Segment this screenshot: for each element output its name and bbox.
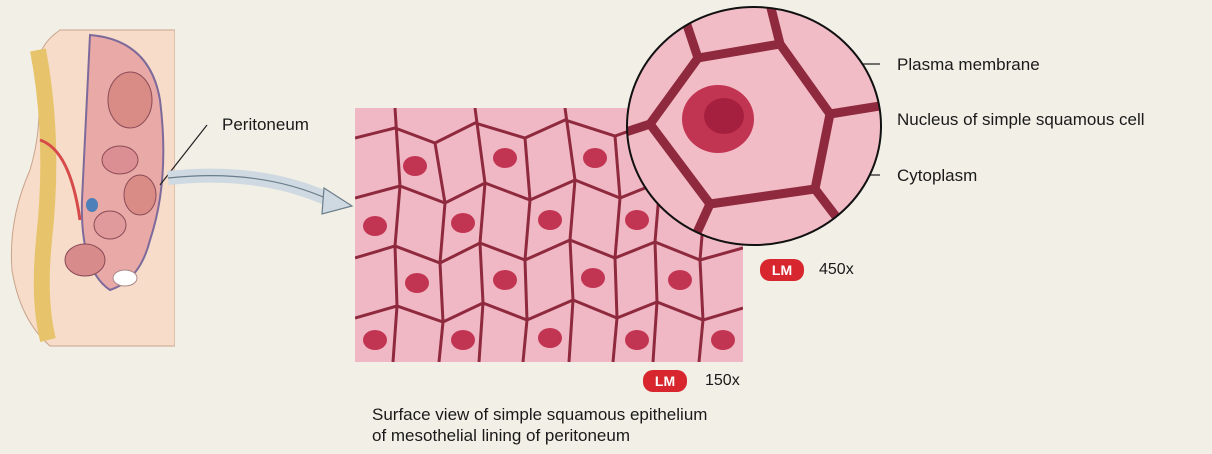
label-nucleus: Nucleus of simple squamous cell <box>897 110 1145 130</box>
magnification-150: 150x <box>705 370 740 392</box>
label-peritoneum: Peritoneum <box>222 115 309 135</box>
badge-lm-450: LM <box>760 259 804 281</box>
label-cytoplasm: Cytoplasm <box>897 166 977 186</box>
badge-lm-150: LM <box>643 370 687 392</box>
caption-line-1: Surface view of simple squamous epitheli… <box>372 404 707 425</box>
magnification-450: 450x <box>819 259 854 281</box>
micrograph-450x-inset <box>620 4 892 248</box>
caption-line-2: of mesothelial lining of peritoneum <box>372 425 707 446</box>
label-plasma-membrane: Plasma membrane <box>897 55 1040 75</box>
figure-caption: Surface view of simple squamous epitheli… <box>372 404 707 446</box>
